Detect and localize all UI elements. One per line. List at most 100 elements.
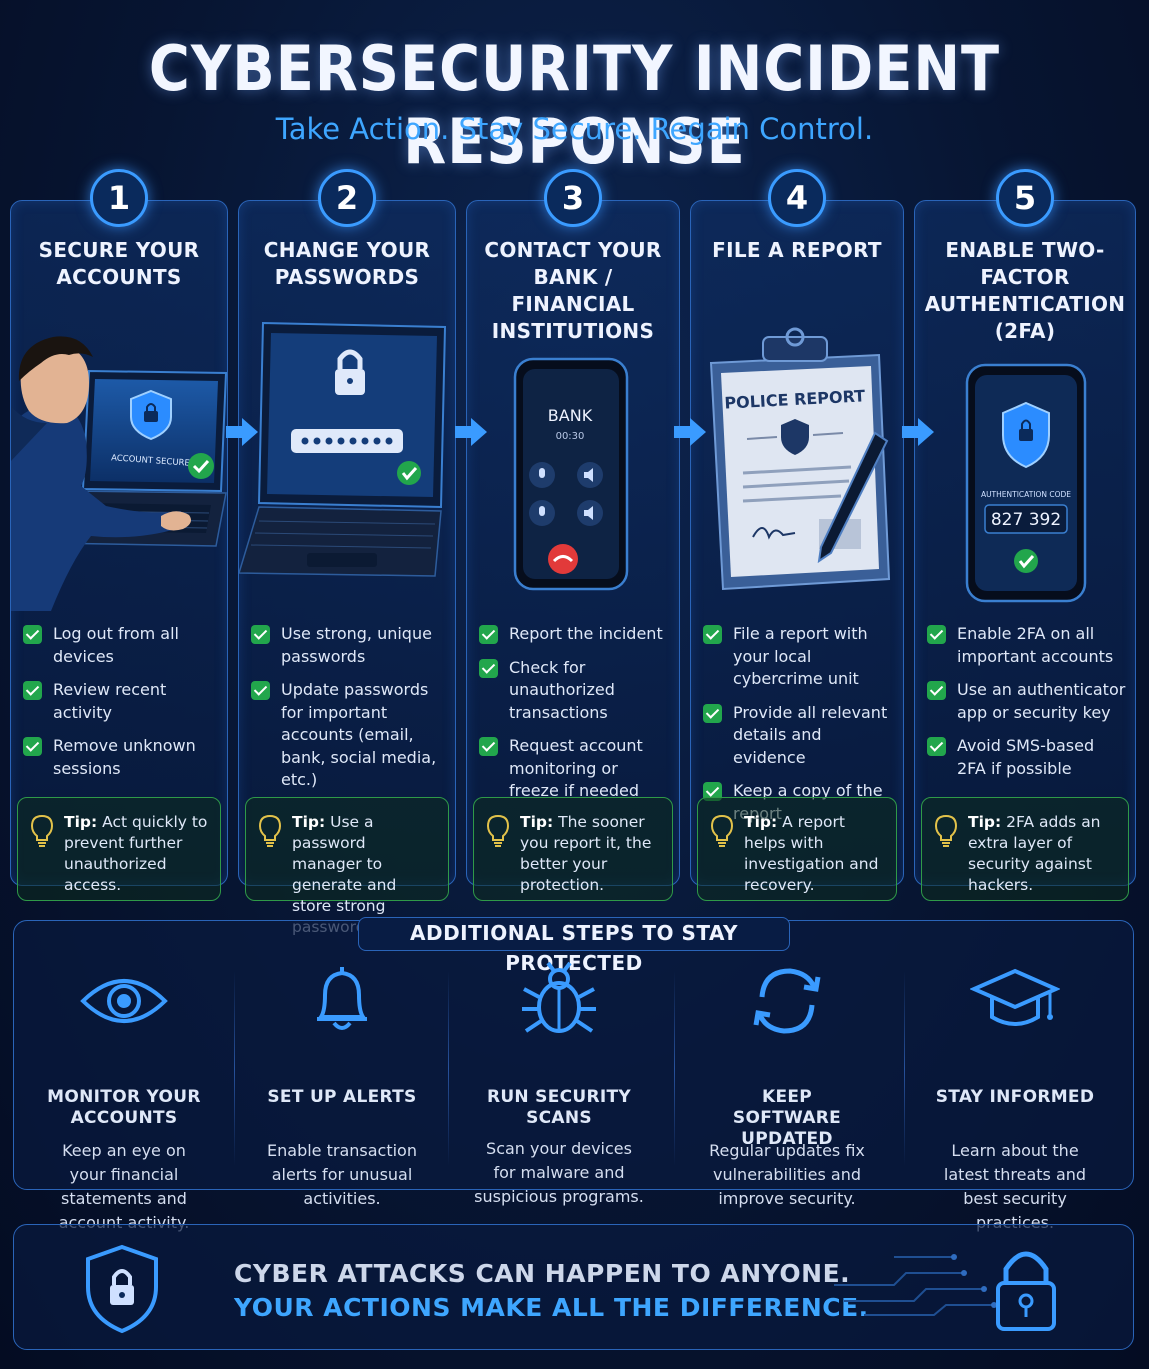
arrow-right-icon: [455, 418, 487, 446]
bullet-item: Remove unknown sessions: [23, 735, 219, 780]
lightbulb-icon: [30, 814, 54, 847]
bullet-item: Avoid SMS-based 2FA if possible: [927, 735, 1127, 780]
auth-code-label: AUTHENTICATION CODE: [981, 490, 1071, 499]
laptop-password-illustration: [237, 311, 455, 611]
additional-item-title: RUN SECURITY SCANS: [486, 1087, 632, 1128]
footer-line-1: CYBER ATTACKS CAN HAPPEN TO ANYONE.: [234, 1259, 851, 1288]
step-number-badge: 1: [90, 169, 148, 227]
check-icon: [479, 625, 498, 644]
bullet-list: Enable 2FA on all important accounts Use…: [927, 623, 1127, 791]
phone-call-illustration: BANK 00:30: [467, 311, 679, 611]
step-card-3: 3 CONTACT YOUR BANK / FINANCIAL INSTITUT…: [466, 169, 680, 901]
divider: [904, 971, 905, 1166]
step-card-4: 4 FILE A REPORT POLICE REPORT File a rep…: [690, 169, 904, 901]
check-icon: [927, 737, 946, 756]
tip-box: Tip: The sooner you report it, the bette…: [473, 797, 673, 901]
bullet-item: Update passwords for important accounts …: [251, 679, 447, 792]
phone-timer: 00:30: [556, 431, 585, 442]
additional-steps-heading: ADDITIONAL STEPS TO STAY PROTECTED: [358, 917, 790, 975]
lightbulb-icon: [710, 814, 734, 847]
bullet-item: Review recent activity: [23, 679, 219, 724]
step-number-badge: 4: [768, 169, 826, 227]
circuit-lines-icon: [834, 1254, 997, 1316]
padlock-icon: [996, 1251, 1056, 1331]
additional-item-informed: STAY INFORMED Learn about the latest thr…: [910, 961, 1120, 1232]
bullet-list: Use strong, unique passwords Update pass…: [251, 623, 447, 803]
additional-item-text: Enable transaction alerts for unusual ac…: [267, 1141, 417, 1208]
bug-icon: [522, 961, 596, 1033]
additional-item-text: Scan your devices for malware and suspic…: [474, 1139, 644, 1206]
step-number-badge: 3: [544, 169, 602, 227]
step-title: CONTACT YOUR BANK / FINANCIAL INSTITUTIO…: [484, 238, 662, 343]
step-number-badge: 2: [318, 169, 376, 227]
arrow-right-icon: [902, 418, 934, 446]
eye-icon: [80, 979, 168, 1023]
additional-item-monitor: MONITOR YOUR ACCOUNTS Keep an eye on you…: [24, 961, 224, 1232]
check-icon: [23, 625, 42, 644]
bullet-item: Provide all relevant details and evidenc…: [703, 702, 895, 770]
refresh-icon: [753, 968, 821, 1034]
tip-box: Tip: Use a password manager to generate …: [245, 797, 449, 936]
check-icon: [703, 625, 722, 644]
step-title: SECURE YOUR ACCOUNTS: [38, 238, 200, 289]
bullet-list: Report the incident Check for unauthoriz…: [479, 623, 671, 814]
shield-lock-icon: [86, 1244, 158, 1334]
steps-row: 1 SECURE YOUR ACCOUNTS ACCOUNT SECURED: [10, 168, 1136, 936]
step-title: ENABLE TWO-FACTOR AUTHENTICATION (2FA): [924, 238, 1126, 343]
person-laptop-illustration: ACCOUNT SECURED: [11, 311, 228, 611]
tip-box: Tip: A report helps with investigation a…: [697, 797, 897, 901]
phone-2fa-illustration: AUTHENTICATION CODE 827 392: [915, 311, 1135, 611]
footer-banner: CYBER ATTACKS CAN HAPPEN TO ANYONE. YOUR…: [13, 1224, 1134, 1350]
check-icon: [479, 737, 498, 756]
bullet-list: File a report with your local cybercrime…: [703, 623, 895, 836]
divider: [448, 971, 449, 1166]
bullet-item: File a report with your local cybercrime…: [703, 623, 895, 691]
step-title: CHANGE YOUR PASSWORDS: [263, 238, 431, 289]
bullet-list: Log out from all devices Review recent a…: [23, 623, 219, 791]
lightbulb-icon: [486, 814, 510, 847]
step-card-1: 1 SECURE YOUR ACCOUNTS ACCOUNT SECURED: [10, 169, 228, 901]
arrow-right-icon: [674, 418, 706, 446]
tip-box: Tip: Act quickly to prevent further unau…: [17, 797, 221, 901]
check-icon: [927, 681, 946, 700]
additional-item-text: Learn about the latest threats and best …: [943, 1141, 1087, 1232]
bullet-item: Use an authenticator app or security key: [927, 679, 1127, 724]
check-icon: [479, 658, 498, 678]
page-title: CYBERSECURITY INCIDENT RESPONSE: [148, 32, 1001, 178]
step-number-badge: 5: [996, 169, 1054, 227]
step-title: FILE A REPORT: [712, 238, 882, 262]
step-card-2: 2 CHANGE YOUR PASSWORDS Use strong, uniq…: [237, 169, 456, 936]
lightbulb-icon: [934, 814, 958, 847]
check-icon: [703, 703, 722, 723]
additional-item-text: Regular updates fix vulnerabilities and …: [709, 1141, 865, 1208]
tip-text: Tip: Act quickly to prevent further unau…: [64, 813, 208, 894]
tip-text: Tip: A report helps with investigation a…: [744, 813, 879, 894]
bell-icon: [317, 967, 367, 1030]
arrow-right-icon: [226, 418, 258, 446]
bullet-item: Use strong, unique passwords: [251, 623, 447, 668]
bullet-item: Check for unauthorized transactions: [479, 657, 671, 725]
additional-item-text: Keep an eye on your financial statements…: [58, 1141, 190, 1232]
additional-item-title: STAY INFORMED: [935, 1087, 1095, 1107]
police-report-illustration: POLICE REPORT: [691, 311, 903, 611]
auth-code-value: 827 392: [991, 510, 1061, 530]
lightbulb-icon: [258, 814, 282, 847]
additional-item-alerts: SET UP ALERTS Enable transaction alerts …: [242, 961, 442, 1208]
check-icon: [703, 782, 722, 801]
check-icon: [23, 737, 42, 756]
check-icon: [251, 681, 270, 700]
bullet-item: Report the incident: [479, 623, 671, 646]
divider: [234, 971, 235, 1166]
additional-steps-panel: ADDITIONAL STEPS TO STAY PROTECTED MONIT…: [13, 917, 1134, 1232]
bullet-item: Request account monitoring or freeze if …: [479, 735, 671, 803]
divider: [674, 971, 675, 1166]
additional-item-updates: KEEP SOFTWARE UPDATED Regular updates fi…: [682, 961, 892, 1208]
check-icon: [23, 681, 42, 700]
tip-text: Tip: 2FA adds an extra layer of security…: [968, 813, 1101, 894]
footer-line-2: YOUR ACTIONS MAKE ALL THE DIFFERENCE.: [234, 1293, 869, 1322]
tip-box: Tip: 2FA adds an extra layer of security…: [921, 797, 1129, 901]
step-card-5: 5 ENABLE TWO-FACTOR AUTHENTICATION (2FA)…: [914, 169, 1136, 901]
tip-text: Tip: The sooner you report it, the bette…: [520, 813, 652, 894]
check-icon: [927, 625, 946, 644]
additional-item-title: MONITOR YOUR ACCOUNTS: [47, 1087, 201, 1128]
